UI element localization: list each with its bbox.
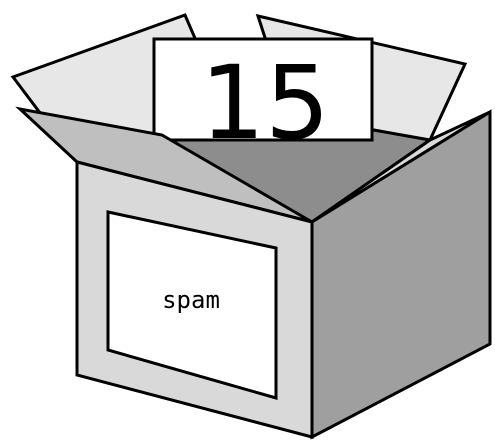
box-label-text: spam — [162, 286, 220, 314]
card-number: 15 — [200, 44, 330, 163]
